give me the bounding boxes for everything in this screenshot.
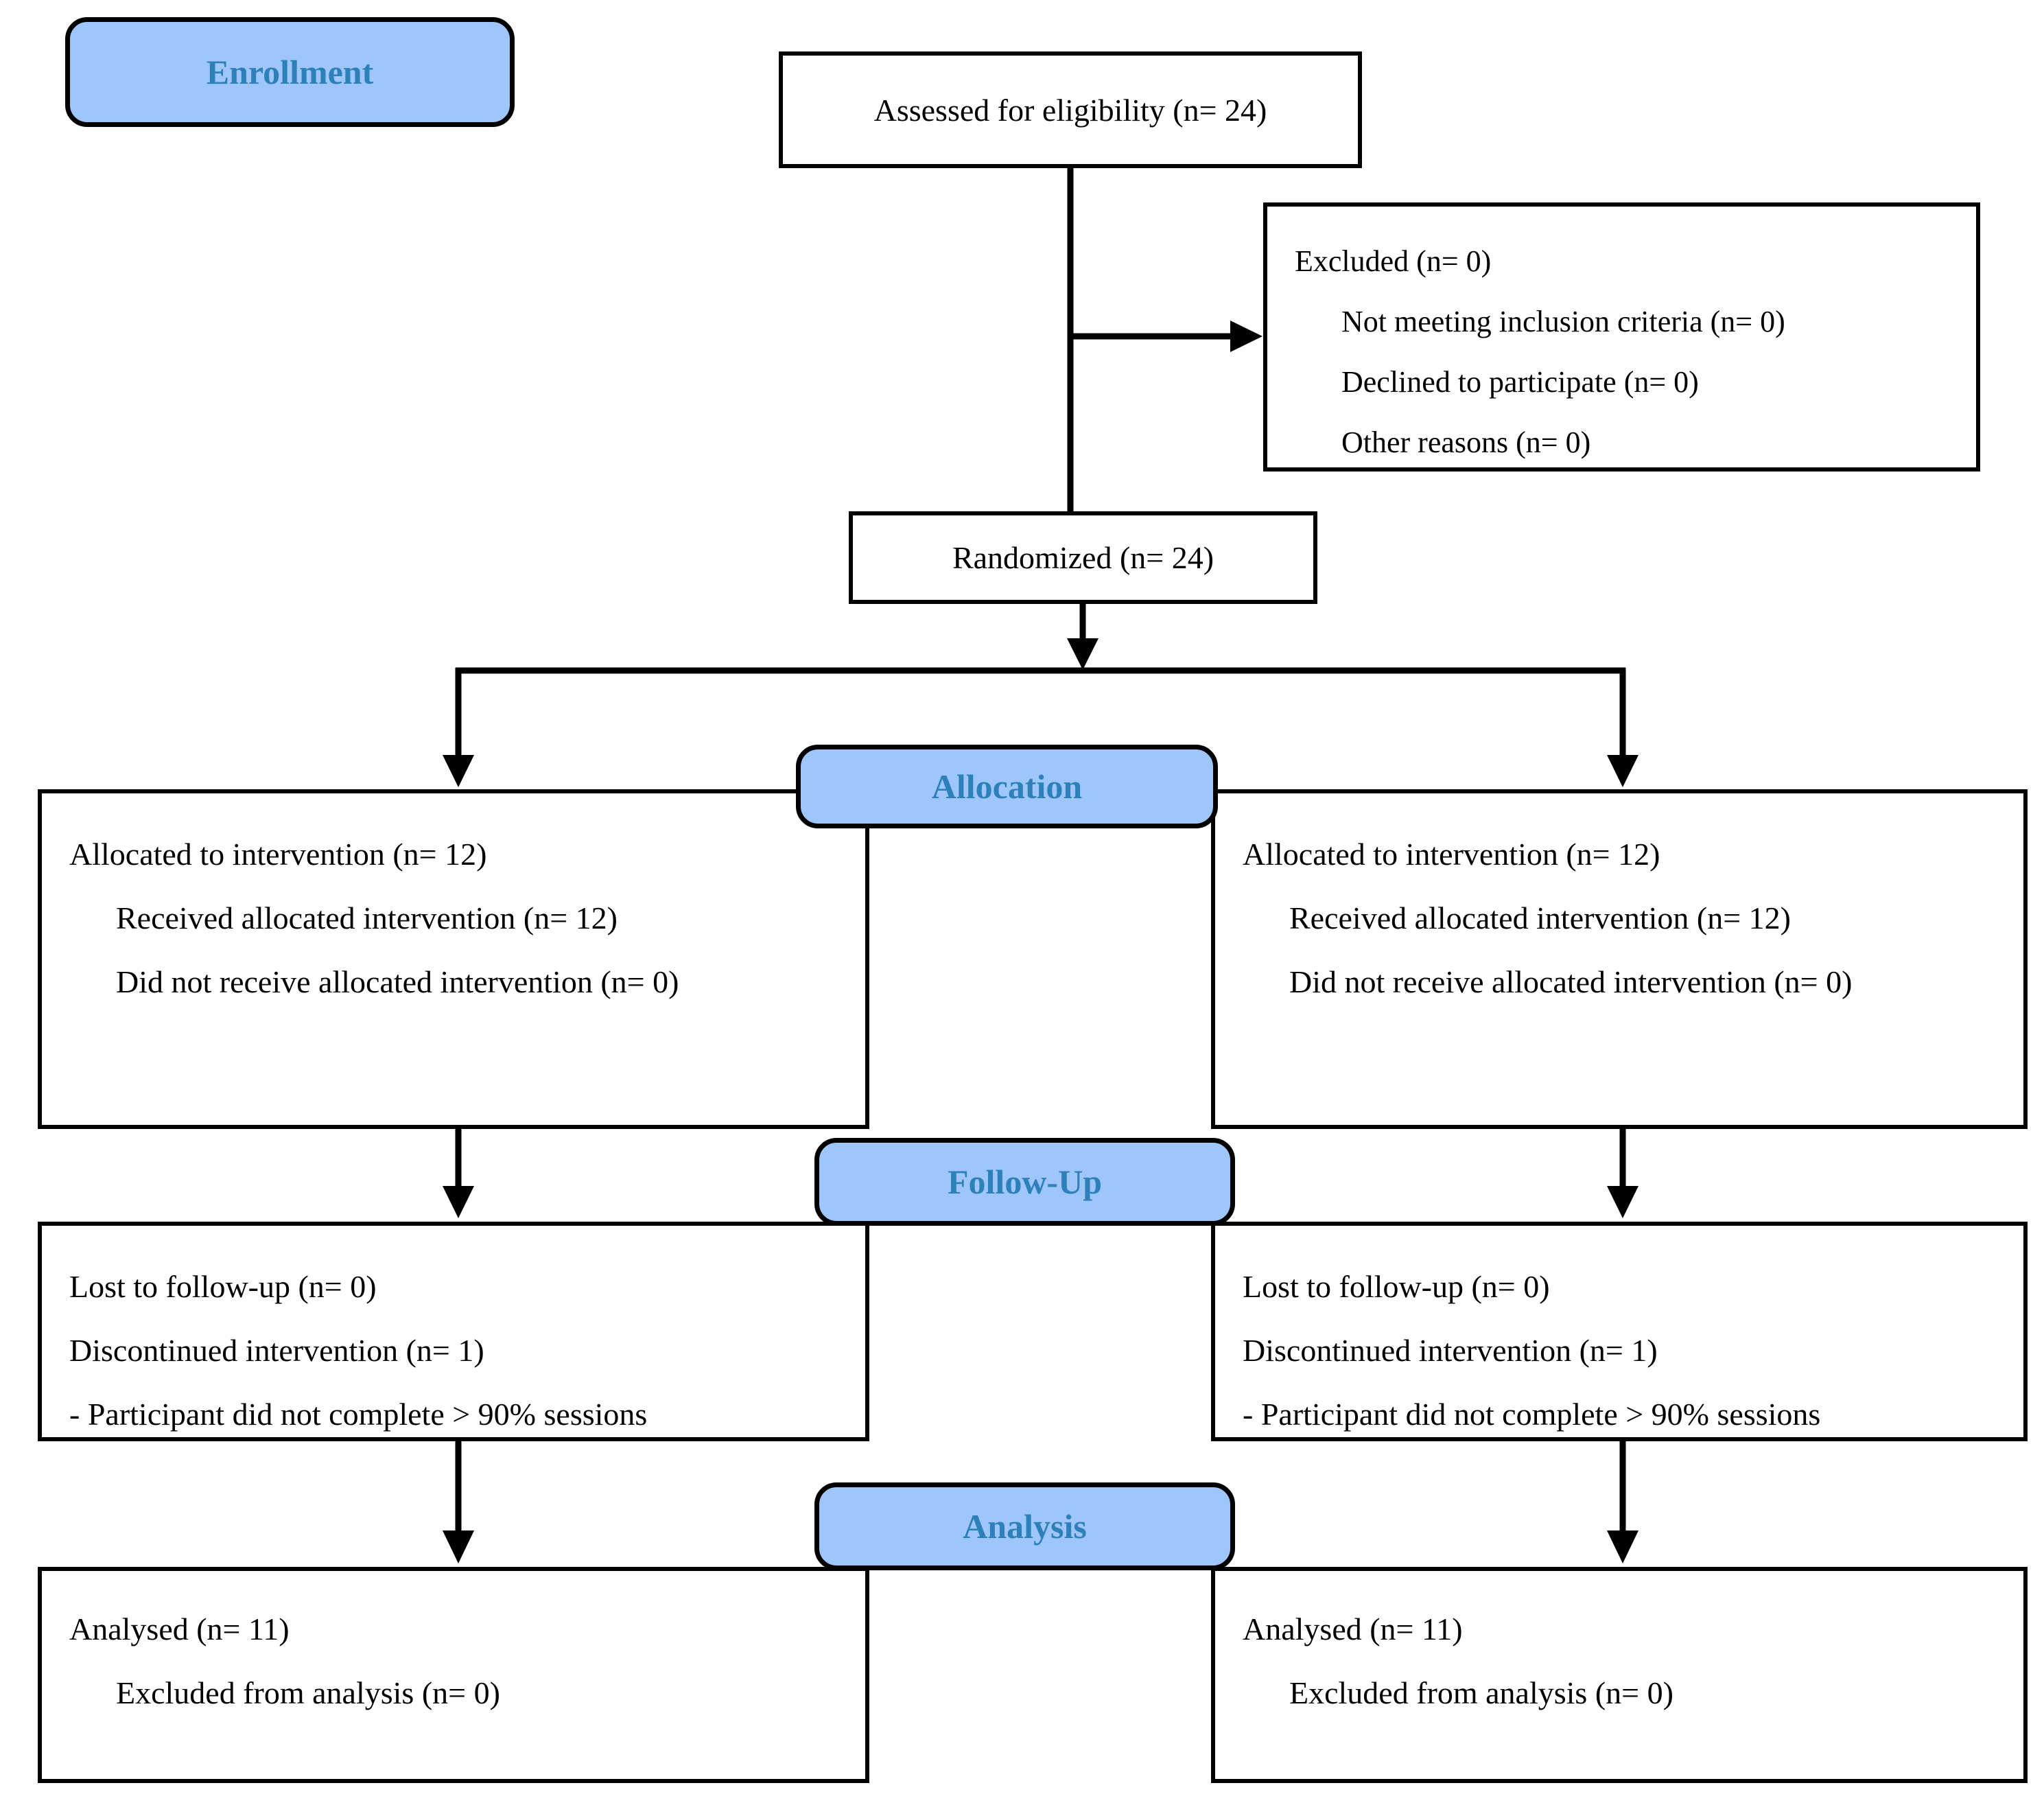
followup-line: - Participant did not complete > 90% ses… [1243, 1397, 1821, 1432]
analysis-line: Excluded from analysis (n= 0) [1289, 1675, 1673, 1710]
excluded-box: Excluded (n= 0) Not meeting inclusion cr… [1263, 202, 1980, 472]
enrollment-stage-pill: Enrollment [65, 17, 515, 127]
allocation-right-box: Allocated to intervention (n= 12) Receiv… [1211, 789, 2028, 1129]
connector-followup-to-analysis-left-arrow [443, 1441, 474, 1563]
allocation-line: Did not receive allocated intervention (… [116, 964, 679, 999]
analysis-right-box: Analysed (n= 11) Excluded from analysis … [1211, 1567, 2028, 1783]
allocation-line: Received allocated intervention (n= 12) [116, 900, 618, 935]
followup-left-box: Lost to follow-up (n= 0) Discontinued in… [38, 1222, 869, 1441]
followup-line: - Participant did not complete > 90% ses… [69, 1397, 648, 1432]
assessed-for-eligibility-box: Assessed for eligibility (n= 24) [779, 51, 1362, 168]
connector-split-to-allocation-right-arrow [1607, 668, 1638, 787]
followup-right-box: Lost to follow-up (n= 0) Discontinued in… [1211, 1222, 2028, 1441]
connector-allocation-to-followup-right-arrow [1607, 1129, 1638, 1218]
allocation-line: Did not receive allocated intervention (… [1289, 964, 1853, 999]
allocation-left-box: Allocated to intervention (n= 12) Receiv… [38, 789, 869, 1129]
randomized-box: Randomized (n= 24) [849, 511, 1317, 604]
connector-split-to-allocation-left-arrow [443, 668, 474, 787]
allocation-stage-label: Allocation [931, 767, 1083, 806]
connector-to-excluded-arrow [1070, 321, 1262, 352]
followup-line: Lost to follow-up (n= 0) [69, 1269, 377, 1304]
followup-line: Discontinued intervention (n= 1) [69, 1333, 484, 1368]
analysis-line: Analysed (n= 11) [69, 1611, 290, 1646]
followup-stage-pill: Follow-Up [814, 1138, 1235, 1226]
allocation-stage-pill: Allocation [796, 745, 1218, 828]
analysis-stage-label: Analysis [963, 1507, 1087, 1546]
assessed-label: Assessed for eligibility (n= 24) [873, 92, 1267, 128]
excluded-reason-line: Not meeting inclusion criteria (n= 0) [1341, 305, 1785, 338]
allocation-line: Allocated to intervention (n= 12) [69, 837, 487, 872]
analysis-line: Analysed (n= 11) [1243, 1611, 1463, 1646]
followup-stage-label: Follow-Up [948, 1163, 1102, 1201]
connector-allocation-to-followup-left-arrow [443, 1129, 474, 1218]
followup-line: Lost to follow-up (n= 0) [1243, 1269, 1550, 1304]
followup-line: Discontinued intervention (n= 1) [1243, 1333, 1658, 1368]
analysis-stage-pill: Analysis [814, 1482, 1235, 1570]
connector-followup-to-analysis-right-arrow [1607, 1441, 1638, 1563]
analysis-line: Excluded from analysis (n= 0) [116, 1675, 500, 1710]
enrollment-stage-label: Enrollment [206, 53, 374, 91]
connector-randomized-to-split-arrow [1067, 604, 1099, 670]
allocation-line: Allocated to intervention (n= 12) [1243, 837, 1660, 872]
analysis-left-box: Analysed (n= 11) Excluded from analysis … [38, 1567, 869, 1783]
excluded-reason-line: Other reasons (n= 0) [1341, 426, 1591, 459]
excluded-line: Excluded (n= 0) [1295, 244, 1492, 278]
allocation-line: Received allocated intervention (n= 12) [1289, 900, 1791, 935]
excluded-reason-line: Declined to participate (n= 0) [1341, 365, 1699, 399]
randomized-label: Randomized (n= 24) [952, 540, 1214, 575]
